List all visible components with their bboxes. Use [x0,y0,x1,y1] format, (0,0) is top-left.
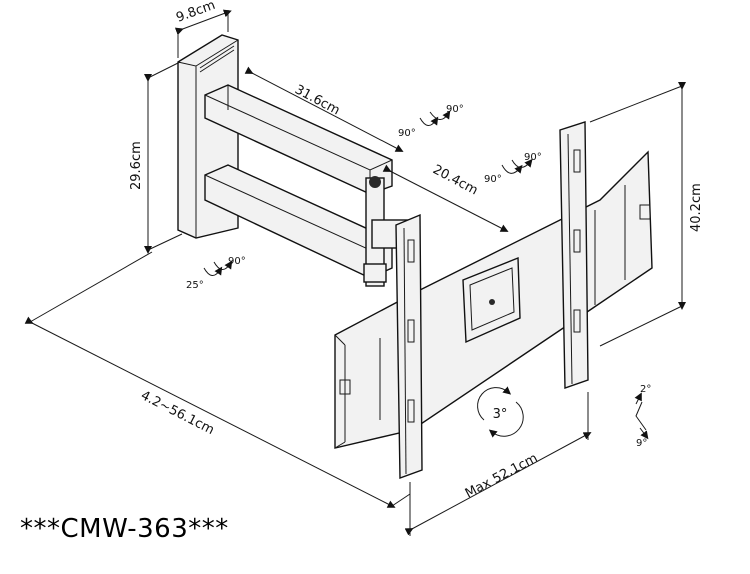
tilt-down-label: 9° [636,438,647,449]
plate-depth-label: 9.8cm [174,0,217,26]
right-rail [559,121,589,389]
arm-length-label: 31.6cm [292,82,342,118]
mid-rotation-left: 90° [484,174,502,185]
base-rotation-right: 90° [228,256,246,267]
top-rotation-left: 90° [398,128,416,139]
top-rotation-right: 90° [446,104,464,115]
swivel-icon: 3° [477,386,524,438]
tilt-indicator: 2° 9° [634,384,651,449]
centre-plate [462,256,521,344]
dimension-lines [24,9,686,536]
wall-plate-height-label: 29.6cm [129,141,144,190]
mount-height-label: 40.2cm [689,183,704,232]
rotation-base: 90° 25° [186,256,246,291]
extension-label: 4.2~56.1cm [138,388,216,438]
arm2-length-label: 20.4cm [430,162,480,198]
mid-rotation-right: 90° [524,152,542,163]
tilt-up-label: 2° [640,384,651,395]
model-number: ***CMW-363*** [20,514,229,544]
swivel-label: 3° [493,407,508,422]
base-rotation-left: 25° [186,280,204,291]
rotation-mid: 90° 90° [484,152,542,185]
rotation-top: 90° 90° [398,104,464,139]
max-width-label: Max 52.1cm [463,451,540,502]
left-rail [395,213,423,479]
